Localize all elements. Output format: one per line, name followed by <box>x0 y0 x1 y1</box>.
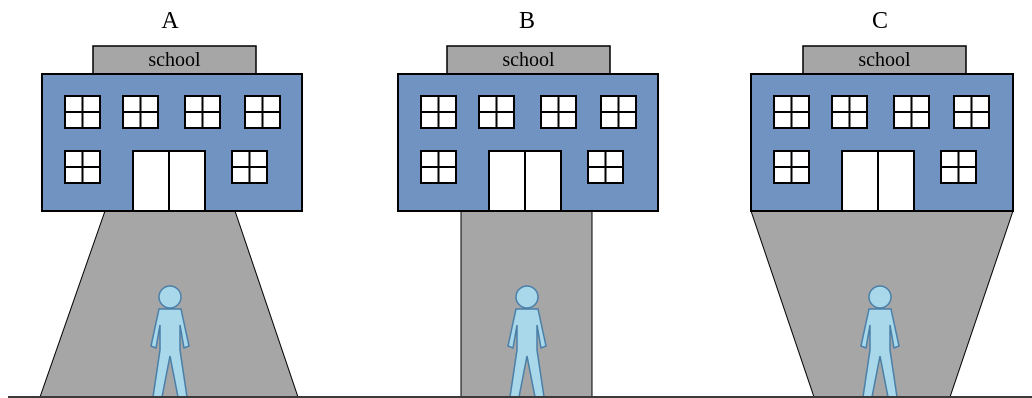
person-body <box>507 308 547 398</box>
school-panel-b: school B <box>397 8 659 398</box>
school-sign-text: school <box>148 49 201 71</box>
person-body <box>860 308 900 398</box>
school-panel-c: school C <box>750 8 1014 398</box>
person-body <box>150 308 190 398</box>
school-sign <box>446 45 611 75</box>
school-sign-text: school <box>502 49 555 71</box>
school-sign-text: school <box>858 49 911 71</box>
person-head <box>515 285 539 309</box>
school-sign <box>92 45 257 75</box>
panel-label: B <box>519 8 535 34</box>
panel-label: C <box>872 8 888 34</box>
panel-label: A <box>161 8 179 34</box>
person-head <box>868 285 892 309</box>
person-head <box>158 285 182 309</box>
school-panel-a: school A <box>39 8 303 398</box>
school-sign <box>802 45 967 75</box>
